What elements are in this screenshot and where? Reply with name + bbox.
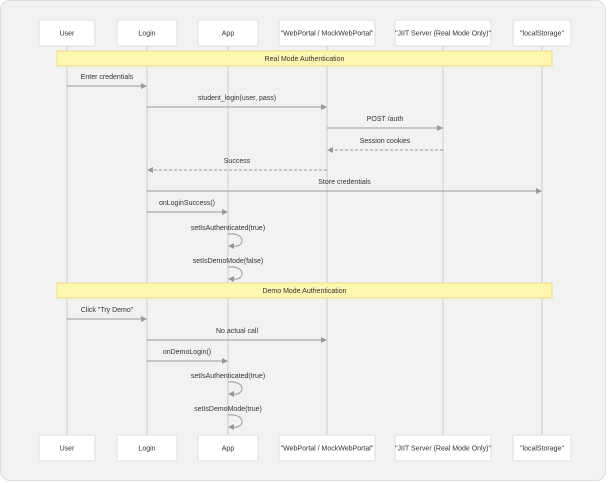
participant-label: "localStorage": [520, 30, 564, 37]
message-label: Session cookies: [360, 138, 411, 145]
message-label: onLoginSuccess(): [159, 200, 215, 207]
arrowhead: [321, 337, 327, 343]
participant-box: [116, 19, 178, 47]
arrowhead: [222, 358, 228, 364]
message-label: setIsAuthenticated(true): [191, 373, 265, 380]
arrowhead: [228, 276, 234, 282]
arrowhead: [222, 209, 228, 215]
message-14: setIsDemoMode(true): [194, 406, 262, 430]
participant-label: Login: [138, 445, 155, 452]
participant-user-bottom: User: [38, 434, 96, 462]
message-9: setIsDemoMode(false): [193, 258, 263, 282]
message-2: student_login(user, pass): [147, 95, 327, 110]
participant-box: [38, 19, 96, 47]
participant-localstorage-bottom: "localStorage": [512, 434, 572, 462]
participant-box: [512, 19, 572, 47]
message-label: setIsAuthenticated(true): [191, 225, 265, 232]
participant-localstorage-top: "localStorage": [512, 19, 572, 47]
arrowhead: [228, 243, 234, 249]
note-label: Demo Mode Authentication: [262, 288, 346, 295]
message-1: Enter credentials: [67, 74, 147, 89]
arrowhead: [147, 167, 153, 173]
participant-box: [512, 434, 572, 462]
message-3: POST /auth: [327, 116, 443, 131]
participant-label: User: [60, 30, 75, 37]
message-label: Enter credentials: [81, 74, 134, 81]
participant-box: [116, 434, 178, 462]
arrowhead: [228, 391, 234, 397]
participant-label: "WebPortal / MockWebPortal": [281, 445, 374, 452]
participant-webportal-bottom: "WebPortal / MockWebPortal": [278, 434, 376, 462]
note-box: [56, 282, 553, 299]
message-6: Store credentials: [147, 179, 542, 194]
arrowhead: [228, 424, 234, 430]
message-10: Click "Try Demo": [67, 307, 147, 322]
self-call-line: [227, 266, 243, 280]
message-label: student_login(user, pass): [198, 95, 276, 102]
message-label: Success: [224, 158, 251, 165]
participant-label: App: [222, 30, 235, 37]
participant-label: Login: [138, 30, 155, 37]
message-label: POST /auth: [367, 116, 404, 123]
message-label: setIsDemoMode(false): [193, 258, 263, 265]
arrowhead: [141, 83, 147, 89]
arrowhead: [536, 188, 542, 194]
arrowhead: [141, 316, 147, 322]
participant-login-bottom: Login: [116, 434, 178, 462]
message-label: Store credentials: [318, 179, 371, 186]
participant-label: "WebPortal / MockWebPortal": [281, 30, 374, 37]
arrowhead: [437, 125, 443, 131]
demo-mode-note: Demo Mode Authentication: [56, 282, 553, 299]
arrowhead: [321, 104, 327, 110]
participant-box: [197, 434, 259, 462]
self-call-line: [227, 233, 243, 247]
message-label: Click "Try Demo": [81, 307, 134, 314]
participant-label: "JIIT Server (Real Mode Only)": [395, 445, 491, 452]
participant-box: [394, 434, 492, 462]
self-call-line: [227, 381, 243, 395]
arrowhead: [327, 147, 333, 153]
participant-box: [38, 434, 96, 462]
participant-jiit-top: "JIIT Server (Real Mode Only)": [394, 19, 492, 47]
message-11: No actual call: [147, 328, 327, 343]
message-8: setIsAuthenticated(true): [191, 225, 265, 249]
participant-login-top: Login: [116, 19, 178, 47]
participant-label: "JIIT Server (Real Mode Only)": [395, 30, 491, 37]
self-call-line: [227, 414, 243, 428]
participant-box: [278, 434, 376, 462]
participant-user-top: User: [38, 19, 96, 47]
participant-box: [278, 19, 376, 47]
message-7: onLoginSuccess(): [147, 200, 228, 215]
participant-label: User: [60, 445, 75, 452]
note-label: Real Mode Authentication: [265, 56, 345, 63]
message-5: Success: [147, 158, 327, 173]
participant-jiit-bottom: "JIIT Server (Real Mode Only)": [394, 434, 492, 462]
message-13: setIsAuthenticated(true): [191, 373, 265, 397]
participant-label: "localStorage": [520, 445, 564, 452]
message-label: No actual call: [216, 328, 258, 335]
participant-label: App: [222, 445, 235, 452]
real-mode-note: Real Mode Authentication: [56, 50, 553, 67]
participant-app-bottom: App: [197, 434, 259, 462]
message-label: onDemoLogin(): [163, 349, 211, 356]
participant-box: [197, 19, 259, 47]
note-box: [56, 50, 553, 67]
message-12: onDemoLogin(): [147, 349, 228, 364]
participant-box: [394, 19, 492, 47]
participant-webportal-top: "WebPortal / MockWebPortal": [278, 19, 376, 47]
message-4: Session cookies: [327, 138, 443, 153]
message-label: setIsDemoMode(true): [194, 406, 262, 413]
participant-app-top: App: [197, 19, 259, 47]
